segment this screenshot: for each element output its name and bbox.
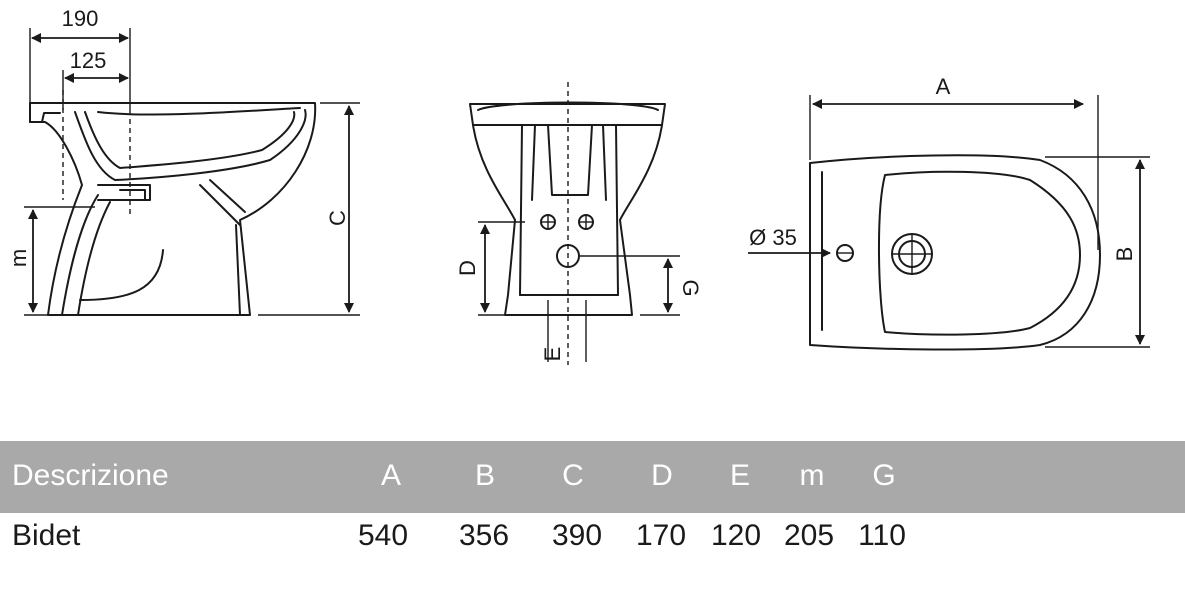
dimension-g: G	[580, 255, 703, 316]
cell-d: 170	[635, 519, 687, 552]
header-a: A	[380, 459, 402, 492]
header-b: B	[474, 459, 496, 492]
dimension-label-125: 125	[70, 48, 107, 73]
header-c: C	[562, 459, 584, 492]
front-view: D E G	[455, 82, 703, 365]
dimension-label-g: G	[678, 279, 703, 296]
header-d: D	[651, 459, 673, 492]
dimension-diameter: Ø 35	[748, 225, 831, 258]
cell-c: 390	[551, 519, 603, 552]
dimension-label-c: C	[325, 210, 350, 226]
cell-g: 110	[858, 519, 906, 552]
dimension-label-a: A	[936, 74, 951, 99]
dimension-b: B	[1045, 156, 1150, 348]
table-row: Bidet 540 356 390 170 120 205 110	[0, 513, 1185, 561]
side-view: 190 125 C	[6, 6, 360, 316]
dimension-label-b: B	[1112, 247, 1137, 262]
dimension-m: m	[6, 206, 95, 316]
dimension-a: A	[809, 74, 1099, 250]
cell-m: 205	[783, 519, 835, 552]
header-g: G	[872, 459, 896, 492]
dimension-label-m: m	[6, 249, 31, 267]
dimension-c: C	[258, 102, 360, 316]
dimension-e: E	[540, 300, 587, 362]
header-m: m	[799, 459, 825, 492]
technical-drawing: 190 125 C	[6, 6, 1150, 365]
dimension-190: 190	[29, 6, 131, 110]
header-descrizione: Descrizione	[12, 459, 169, 492]
dimension-label-e: E	[540, 347, 565, 362]
cell-b: 356	[458, 519, 510, 552]
dimension-label-diameter: Ø 35	[749, 225, 797, 250]
dimension-label-d: D	[455, 260, 480, 276]
dimension-d: D	[455, 221, 525, 316]
dimension-125: 125	[62, 48, 129, 110]
cell-e: 120	[710, 519, 762, 552]
cell-a: 540	[357, 519, 409, 552]
header-e: E	[729, 459, 751, 492]
row-name: Bidet	[12, 519, 81, 552]
top-view: Ø 35 A B	[748, 74, 1150, 351]
dimension-label-190: 190	[62, 6, 99, 31]
table-header-row: Descrizione A B C D E m G	[0, 441, 1185, 513]
